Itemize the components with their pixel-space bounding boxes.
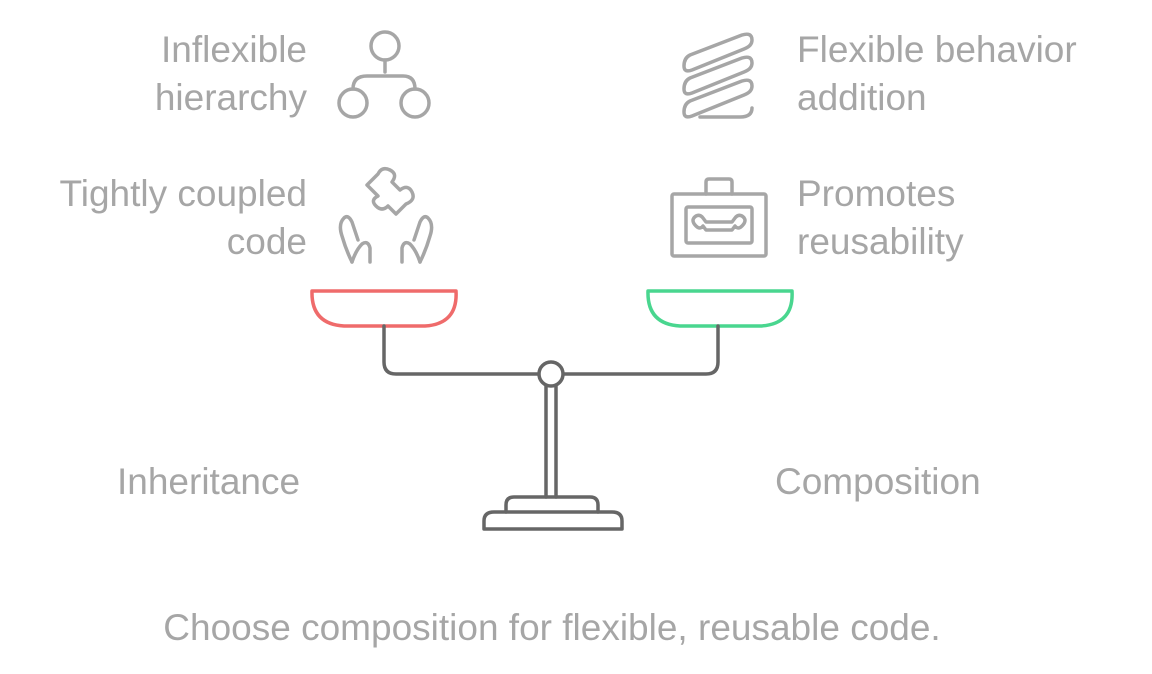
right-item-1-line2: addition xyxy=(797,77,927,118)
spring-icon xyxy=(682,32,754,119)
right-item-flexible-behavior: Flexible behavior addition xyxy=(797,26,1077,122)
hands-puzzle-icon xyxy=(338,166,434,264)
composition-title: Composition xyxy=(775,461,981,502)
right-item-2-line2: reusability xyxy=(797,221,964,262)
scale-pivot xyxy=(537,360,565,388)
scale-base-top xyxy=(504,495,600,514)
hierarchy-icon xyxy=(337,30,431,119)
left-item-tightly-coupled: Tightly coupled code xyxy=(60,170,308,266)
right-pan xyxy=(646,289,794,328)
right-item-promotes-reusability: Promotes reusability xyxy=(797,170,964,266)
conclusion-text: Choose composition for flexible, reusabl… xyxy=(163,607,941,648)
scale-post xyxy=(544,384,558,499)
left-item-2-line2: code xyxy=(226,221,307,262)
left-item-inflexible-hierarchy: Inflexible hierarchy xyxy=(155,26,307,122)
right-item-1-line1: Flexible behavior xyxy=(797,29,1077,70)
inheritance-title: Inheritance xyxy=(117,461,301,502)
toolbox-icon xyxy=(670,177,768,258)
right-item-2-line1: Promotes xyxy=(797,173,956,214)
left-item-2-line1: Tightly coupled xyxy=(59,173,308,214)
scale-base xyxy=(482,510,624,531)
left-pan xyxy=(310,289,458,328)
left-item-1-line2: hierarchy xyxy=(154,77,307,118)
left-item-1-line1: Inflexible xyxy=(160,29,307,70)
